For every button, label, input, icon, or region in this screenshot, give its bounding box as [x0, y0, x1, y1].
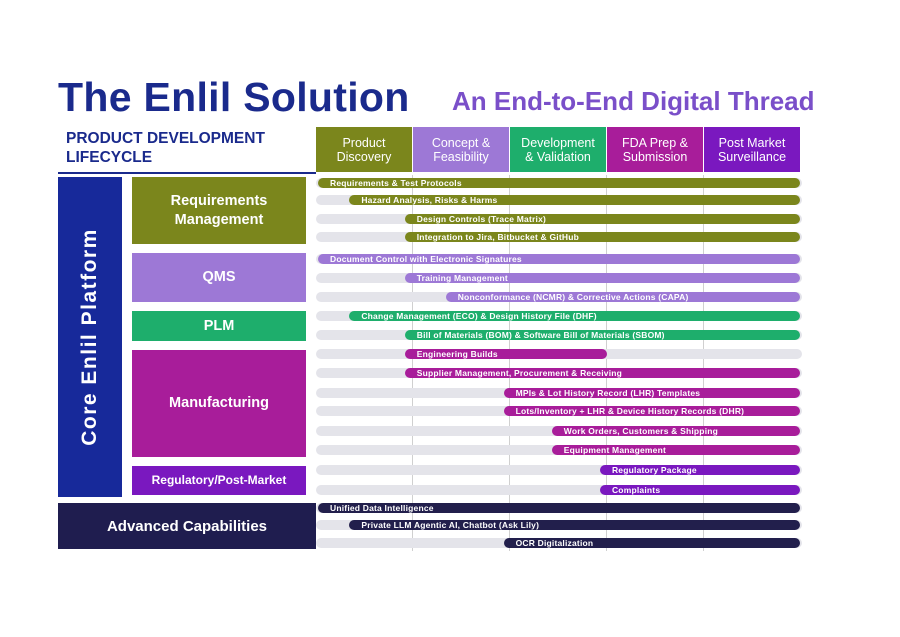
phase-divider — [703, 175, 704, 551]
module-label: QMS — [202, 269, 236, 285]
capability-bar: Nonconformance (NCMR) & Corrective Actio… — [445, 292, 800, 302]
capability-bar: Private LLM Agentic AI, Chatbot (Ask Lil… — [349, 520, 800, 530]
capability-bar: Bill of Materials (BOM) & Software Bill … — [404, 330, 800, 340]
capability-bar: Document Control with Electronic Signatu… — [318, 254, 800, 264]
capability-bar: Work Orders, Customers & Shipping — [551, 426, 800, 436]
capability-bar: Lots/Inventory + LHR & Device History Re… — [503, 406, 800, 416]
phase-line2: Submission — [622, 149, 688, 164]
phase-line2: & Validation — [525, 149, 591, 164]
capability-bar: OCR Digitalization — [503, 538, 800, 548]
capability-bar: Complaints — [599, 485, 800, 495]
timeline-grid — [316, 175, 802, 551]
advanced-capabilities-box: Advanced Capabilities — [58, 503, 316, 549]
phase-fda-prep-submission: FDA Prep &Submission — [607, 127, 703, 172]
phase-development-validation: Development& Validation — [510, 127, 606, 172]
capability-bar: MPIs & Lot History Record (LHR) Template… — [503, 388, 800, 398]
capability-bar: Hazard Analysis, Risks & Harms — [349, 195, 800, 205]
header-divider — [58, 172, 316, 174]
module-manufacturing: Manufacturing — [132, 350, 306, 457]
capability-bar: Equipment Management — [551, 445, 800, 455]
capability-bar: Integration to Jira, Bitbucket & GitHub — [404, 232, 800, 242]
module-label: Regulatory/Post-Market — [151, 473, 287, 487]
module-line1: Requirements — [170, 192, 268, 209]
phase-concept-feasibility: Concept &Feasibility — [413, 127, 509, 172]
advanced-capabilities-label: Advanced Capabilities — [106, 517, 268, 535]
capability-bar: Requirements & Test Protocols — [318, 178, 800, 188]
phase-line2: Feasibility — [433, 149, 489, 164]
capability-bar: Unified Data Intelligence — [318, 503, 800, 513]
page-title: The Enlil Solution — [58, 74, 410, 120]
module-plm: PLM — [132, 311, 306, 341]
phase-divider — [412, 175, 413, 551]
phase-line1: Post Market — [718, 135, 786, 150]
capability-bar: Training Management — [404, 273, 800, 283]
capability-bar: Change Management (ECO) & Design History… — [349, 311, 800, 321]
module-line2: Management — [174, 211, 264, 228]
phase-line1: Development — [521, 135, 595, 150]
bar-track — [316, 465, 802, 475]
phase-line2: Discovery — [336, 149, 392, 164]
capability-bar: Design Controls (Trace Matrix) — [404, 214, 800, 224]
module-label: Manufacturing — [169, 395, 269, 411]
phase-line1: Concept & — [431, 135, 491, 150]
core-platform-label: Core Enlil Platform — [78, 228, 101, 446]
page-subtitle: An End-to-End Digital Thread — [452, 86, 815, 116]
core-platform-box: Core Enlil Platform — [58, 177, 122, 497]
phase-line1: Product — [342, 135, 386, 150]
phase-divider — [606, 175, 607, 551]
bar-track — [316, 485, 802, 495]
capability-bar: Supplier Management, Procurement & Recei… — [404, 368, 800, 378]
phase-line2: Surveillance — [717, 149, 787, 164]
phase-divider — [509, 175, 510, 551]
module-regulatory-post-market: Regulatory/Post-Market — [132, 466, 306, 495]
module-qms: QMS — [132, 253, 306, 302]
lifecycle-label: PRODUCT DEVELOPMENT LIFECYCLE — [66, 130, 265, 166]
capability-bar: Regulatory Package — [599, 465, 800, 475]
module-label: PLM — [203, 317, 235, 334]
capability-bar: Engineering Builds — [404, 349, 608, 359]
phase-line1: FDA Prep & — [622, 135, 688, 150]
